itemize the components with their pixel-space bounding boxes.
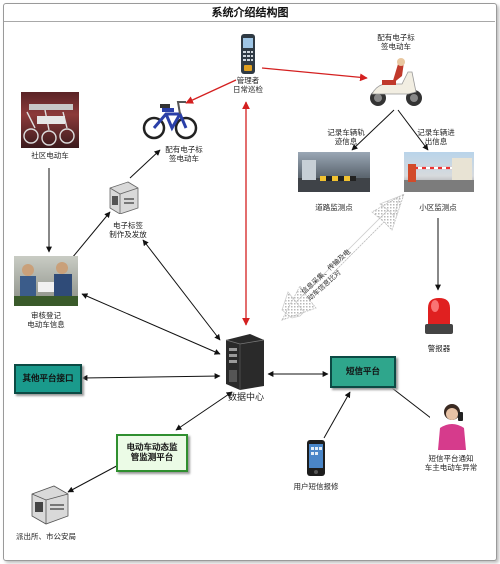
sms-platform-box: 短信平台 (330, 356, 396, 388)
sms-notify-label: 短信平台通知 车主电动车异常 (424, 454, 478, 472)
title-divider (4, 21, 495, 22)
bicycle-icon (142, 101, 198, 140)
info-collection-arrow (281, 193, 405, 321)
inout-record-label: 记录车辆进 出信息 (417, 128, 455, 146)
otherplatform-datacenter-arrow (81, 373, 221, 381)
monitor-platform-box: 电动车动态监 管监测平台 (116, 434, 188, 472)
police-computer-icon (31, 485, 69, 525)
ebike-tagged-mid-label: 配有电子标 签电动车 (165, 145, 203, 163)
road-point-label: 道路监测点 (315, 203, 353, 212)
community-ebike-label: 社区电动车 (31, 151, 69, 160)
manager-to-scooter-arrow (261, 67, 368, 82)
community-ebike-photo (21, 92, 79, 148)
ebike-tagged-right-label: 配有电子标 签电动车 (377, 33, 415, 51)
manager-label: 管理者 日常巡检 (233, 76, 263, 94)
manager-to-bicycle-arrow (185, 79, 237, 104)
road-track-label: 记录车辆轨 迹信息 (327, 128, 365, 146)
road-point-photo (298, 152, 370, 192)
alarm-label: 警报器 (427, 344, 451, 353)
user-sms-label: 用户短信报修 (293, 482, 339, 491)
scooter-to-road-arrow (351, 109, 395, 151)
sms-notify-photo (430, 400, 474, 450)
register-datacenter-arrow (81, 293, 221, 355)
sms-to-notify-arrow (391, 387, 437, 423)
register-label: 审核登记 电动车信息 (27, 311, 65, 329)
diagram-title: 系统介绍结构图 (211, 6, 289, 19)
monitor-datacenter-arrow (175, 391, 233, 431)
community-point-label: 小区监测点 (419, 203, 457, 212)
scooter-to-community-arrow (397, 109, 429, 151)
server-icon (225, 334, 265, 390)
computer-icon (109, 181, 139, 214)
scooter-icon (370, 58, 422, 106)
data-center-label: 数据中心 (227, 393, 264, 403)
register-to-tagissue-arrow (71, 211, 111, 259)
handheld-reader-icon (241, 34, 255, 74)
police-monitor-arrow (67, 461, 125, 493)
police-label: 派出所、市公安局 (16, 532, 76, 541)
register-photo (14, 256, 78, 306)
community-point-photo (404, 152, 474, 192)
userphone-to-sms-arrow (323, 391, 351, 439)
phone-icon (307, 440, 325, 476)
siren-icon (425, 298, 453, 334)
tag-issue-label: 电子标签 制作及发放 (109, 221, 147, 239)
other-platform-box: 其他平台接口 (14, 364, 82, 394)
tagissue-to-bicycle-arrow (129, 149, 161, 179)
